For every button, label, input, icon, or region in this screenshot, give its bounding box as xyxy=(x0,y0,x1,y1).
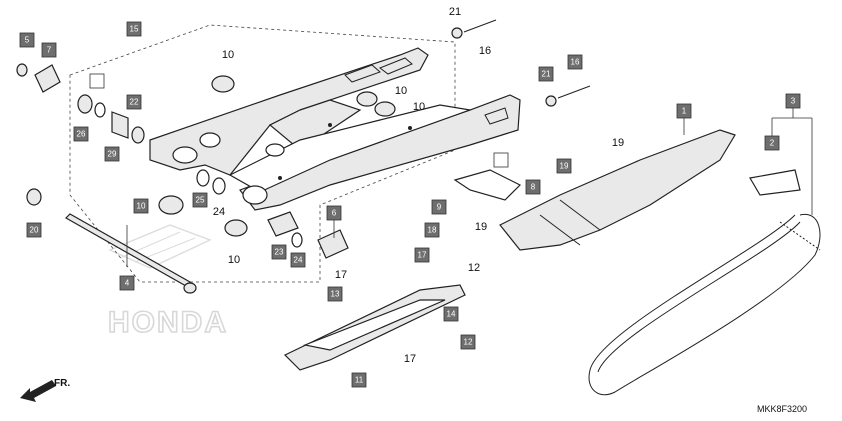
svg-text:23: 23 xyxy=(275,248,284,257)
callout-10-plain: 10 xyxy=(395,85,407,97)
callout-19-plain: 19 xyxy=(612,137,624,149)
svg-text:12: 12 xyxy=(464,338,473,347)
svg-text:13: 13 xyxy=(331,290,340,299)
callout-7: 7 xyxy=(41,42,57,58)
callout-10-plain: 10 xyxy=(228,254,240,266)
callout-12-plain: 12 xyxy=(468,262,480,274)
svg-text:26: 26 xyxy=(77,130,86,139)
chain-case xyxy=(499,129,736,251)
front-arrow: FR. xyxy=(20,378,70,402)
callout-1: 1 xyxy=(676,103,692,119)
callout-17-plain: 17 xyxy=(404,353,416,365)
callout-20: 20 xyxy=(26,222,42,238)
callout-13: 13 xyxy=(327,286,343,302)
svg-text:5: 5 xyxy=(25,36,30,45)
svg-text:HONDA: HONDA xyxy=(108,306,228,339)
callout-5: 5 xyxy=(19,32,35,48)
swingarm-assembly-boundary xyxy=(69,24,456,283)
callout-21-boxed: 21 xyxy=(538,66,554,82)
callout-26: 26 xyxy=(73,126,89,142)
diagram-code: MKK8F3200 xyxy=(757,404,807,414)
callout-24-boxed: 24 xyxy=(290,252,306,268)
callout-17-plain: 17 xyxy=(335,269,347,281)
chain-guard-small xyxy=(453,169,522,201)
svg-text:4: 4 xyxy=(125,279,130,288)
callout-4: 4 xyxy=(119,275,135,291)
svg-text:24: 24 xyxy=(294,256,303,265)
svg-text:18: 18 xyxy=(428,226,437,235)
svg-text:1: 1 xyxy=(682,107,687,116)
small-parts xyxy=(16,19,591,259)
callout-19-plain: 19 xyxy=(475,221,487,233)
callout-29: 29 xyxy=(104,146,120,162)
callout-14: 14 xyxy=(443,306,459,322)
callout-23: 23 xyxy=(271,244,287,260)
callout-15: 15 xyxy=(126,21,142,37)
svg-text:21: 21 xyxy=(542,70,551,79)
svg-text:6: 6 xyxy=(332,209,337,218)
callout-2: 2 xyxy=(764,135,780,151)
callout-11: 11 xyxy=(351,372,367,388)
svg-text:7: 7 xyxy=(47,46,52,55)
callout-10-plain: 10 xyxy=(222,49,234,61)
svg-text:20: 20 xyxy=(30,226,39,235)
swingarm xyxy=(149,47,521,211)
callout-24-plain: 24 xyxy=(213,206,225,218)
callout-25: 25 xyxy=(192,192,208,208)
svg-text:FR.: FR. xyxy=(54,378,70,389)
svg-text:10: 10 xyxy=(137,202,146,211)
callout-10-boxed: 10 xyxy=(133,198,149,214)
callout-21-plain: 21 xyxy=(449,6,461,18)
callout-18: 18 xyxy=(424,222,440,238)
callout-6: 6 xyxy=(326,205,342,221)
svg-text:9: 9 xyxy=(437,203,442,212)
callout-16-boxed: 16 xyxy=(567,54,583,70)
empty-ref-box xyxy=(89,73,105,89)
callout-12-boxed: 12 xyxy=(460,334,476,350)
svg-text:17: 17 xyxy=(418,251,427,260)
callout-22: 22 xyxy=(126,94,142,110)
pivot-shaft xyxy=(65,213,197,294)
svg-text:25: 25 xyxy=(196,196,205,205)
callout-9: 9 xyxy=(431,199,447,215)
chain-slider xyxy=(283,284,466,371)
empty-ref-box xyxy=(493,152,509,168)
svg-text:22: 22 xyxy=(130,98,139,107)
callout-10-plain: 10 xyxy=(413,101,425,113)
svg-text:15: 15 xyxy=(130,25,139,34)
svg-text:8: 8 xyxy=(531,183,536,192)
callout-16-plain: 16 xyxy=(479,45,491,57)
svg-text:19: 19 xyxy=(560,162,569,171)
callout-17-boxed: 17 xyxy=(414,247,430,263)
svg-text:16: 16 xyxy=(571,58,580,67)
leader-lines xyxy=(126,108,813,267)
svg-text:3: 3 xyxy=(791,97,796,106)
drive-chain xyxy=(588,169,821,396)
callout-3: 3 xyxy=(785,93,801,109)
svg-text:29: 29 xyxy=(108,150,117,159)
svg-text:11: 11 xyxy=(355,376,364,385)
svg-text:2: 2 xyxy=(770,139,775,148)
callout-19-boxed: 19 xyxy=(556,158,572,174)
svg-text:14: 14 xyxy=(447,310,456,319)
callout-8: 8 xyxy=(525,179,541,195)
